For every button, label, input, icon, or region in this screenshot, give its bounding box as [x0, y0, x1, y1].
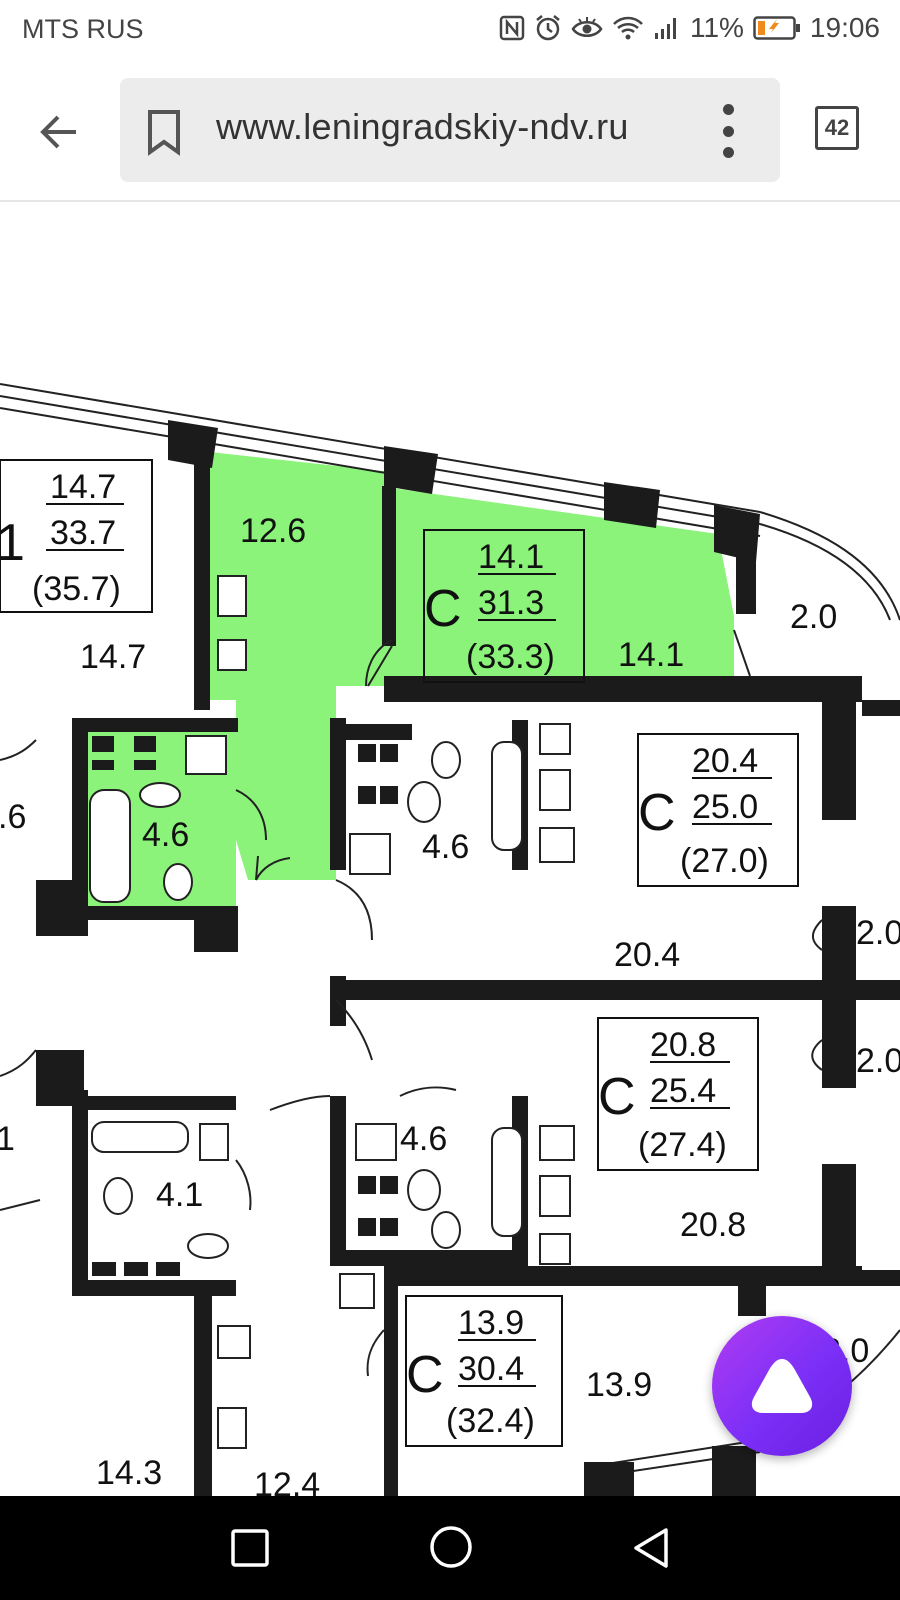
browser-toolbar: www.leningradskiy-ndv.ru 42 — [0, 62, 900, 202]
apt-mid-total: 25.0 — [692, 788, 758, 826]
apt-lower-total: 25.4 — [650, 1072, 716, 1110]
apt-lower-type: C — [598, 1068, 636, 1126]
apt-mid-type: C — [638, 784, 676, 842]
apt-bottom-living: 13.9 — [458, 1304, 524, 1342]
apt-bottom-type: C — [406, 1346, 444, 1404]
room-label-balcony-lower: 2.0 — [856, 1042, 900, 1080]
nfc-icon — [499, 15, 525, 41]
alarm-icon — [534, 14, 562, 42]
room-label-room-left-bottom: 14.3 — [96, 1454, 162, 1492]
apt-lower-total-balcony: (27.4) — [638, 1126, 727, 1164]
alice-assistant-button[interactable] — [712, 1316, 852, 1456]
room-label-room-mid: 20.4 — [614, 936, 680, 974]
apt-left-total: 33.7 — [50, 514, 116, 552]
room-label-room-bottom: 13.9 — [586, 1366, 652, 1404]
carrier-name: MTS RUS — [22, 14, 144, 44]
apt-lower-living: 20.8 — [650, 1026, 716, 1064]
apt-selected-living[interactable]: 14.1 — [478, 538, 544, 576]
room-label-room-lower: 20.8 — [680, 1206, 746, 1244]
room-label-bath-mid: 4.6 — [422, 828, 469, 866]
room-label-bath-left-lower: 4.1 — [156, 1176, 203, 1214]
status-bar: MTS RUS 11% 19:06 — [0, 0, 900, 62]
recent-apps-icon[interactable] — [230, 1528, 270, 1568]
back-icon[interactable] — [630, 1526, 672, 1570]
selected-apartment-highlight[interactable] — [210, 452, 734, 880]
apt-left-living: 14.7 — [50, 468, 116, 506]
battery-icon — [753, 16, 801, 40]
more-vert-icon[interactable] — [714, 104, 742, 158]
apt-mid-total-balcony: (27.0) — [680, 842, 769, 880]
room-label-left-edge-lower: 1 — [0, 1120, 15, 1158]
bookmark-icon[interactable] — [142, 108, 186, 156]
clock: 19:06 — [809, 12, 880, 43]
apt-left-type: 1 — [0, 514, 25, 572]
battery-percent: 11% — [689, 12, 744, 43]
room-label-kitchen-selected: 12.6 — [240, 512, 306, 550]
apt-left-total-balcony: (35.7) — [32, 570, 121, 608]
eye-icon — [571, 15, 603, 41]
room-label-bath-lower: 4.6 — [400, 1120, 447, 1158]
wifi-icon — [612, 15, 644, 41]
apt-selected-total[interactable]: 31.3 — [478, 584, 544, 622]
tabs-count-button[interactable]: 42 — [815, 106, 859, 150]
apt-bottom-total: 30.4 — [458, 1350, 524, 1388]
apt-bottom-total-balcony: (32.4) — [446, 1402, 535, 1440]
apt-mid-living: 20.4 — [692, 742, 758, 780]
room-label-kitchen-bottom: 12.4 — [254, 1466, 320, 1496]
system-nav-bar — [0, 1496, 900, 1600]
floor-plan: 1 14.7 33.7 (35.7) C 14.1 31.3 (33.3) C … — [0, 202, 900, 1504]
address-bar[interactable]: www.leningradskiy-ndv.ru — [120, 78, 780, 182]
back-arrow-icon[interactable] — [32, 104, 88, 160]
home-icon[interactable] — [428, 1524, 474, 1570]
room-label-room-selected: 14.1 — [618, 636, 684, 674]
url-text[interactable]: www.leningradskiy-ndv.ru — [216, 106, 629, 147]
room-label-room-left: 14.7 — [80, 638, 146, 676]
status-icons: 11% 19:06 — [499, 12, 880, 44]
room-label-balcony-mid: 2.0 — [856, 914, 900, 952]
apt-selected-type[interactable]: C — [424, 580, 462, 638]
room-label-balcony-top: 2.0 — [790, 598, 837, 636]
signal-icon — [653, 15, 681, 41]
apt-selected-total-balcony[interactable]: (33.3) — [466, 638, 555, 676]
room-label-left-edge-top: .6 — [0, 798, 26, 836]
alice-triangle-icon — [751, 1359, 813, 1413]
room-label-bath-selected: 4.6 — [142, 816, 189, 854]
